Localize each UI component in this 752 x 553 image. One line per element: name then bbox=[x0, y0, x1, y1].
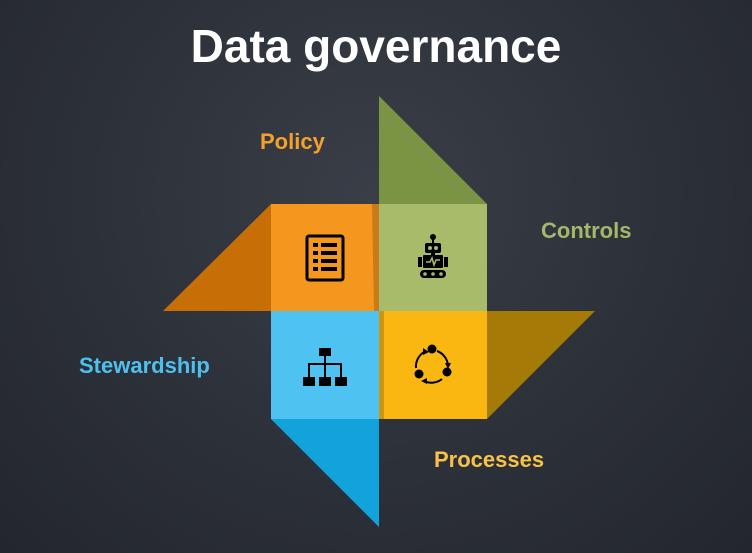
processes-wing bbox=[487, 311, 595, 419]
processes-label: Processes bbox=[434, 447, 545, 472]
policy-fold-shadow bbox=[372, 204, 379, 311]
document-list-icon bbox=[305, 234, 345, 282]
page-title: Data governance bbox=[190, 20, 562, 72]
org-chart-icon bbox=[303, 348, 347, 386]
policy-label: Policy bbox=[260, 129, 325, 154]
policy-wing bbox=[163, 204, 271, 311]
controls-label: Controls bbox=[541, 218, 632, 243]
cycle-arrows-icon bbox=[414, 344, 452, 384]
processes-fold-shadow bbox=[379, 311, 384, 419]
stewardship-label: Stewardship bbox=[79, 353, 210, 378]
processes-square bbox=[379, 311, 487, 419]
robot-icon bbox=[418, 234, 448, 278]
policy-square bbox=[271, 204, 379, 311]
stewardship-wing bbox=[271, 419, 379, 527]
controls-wing bbox=[379, 96, 487, 204]
